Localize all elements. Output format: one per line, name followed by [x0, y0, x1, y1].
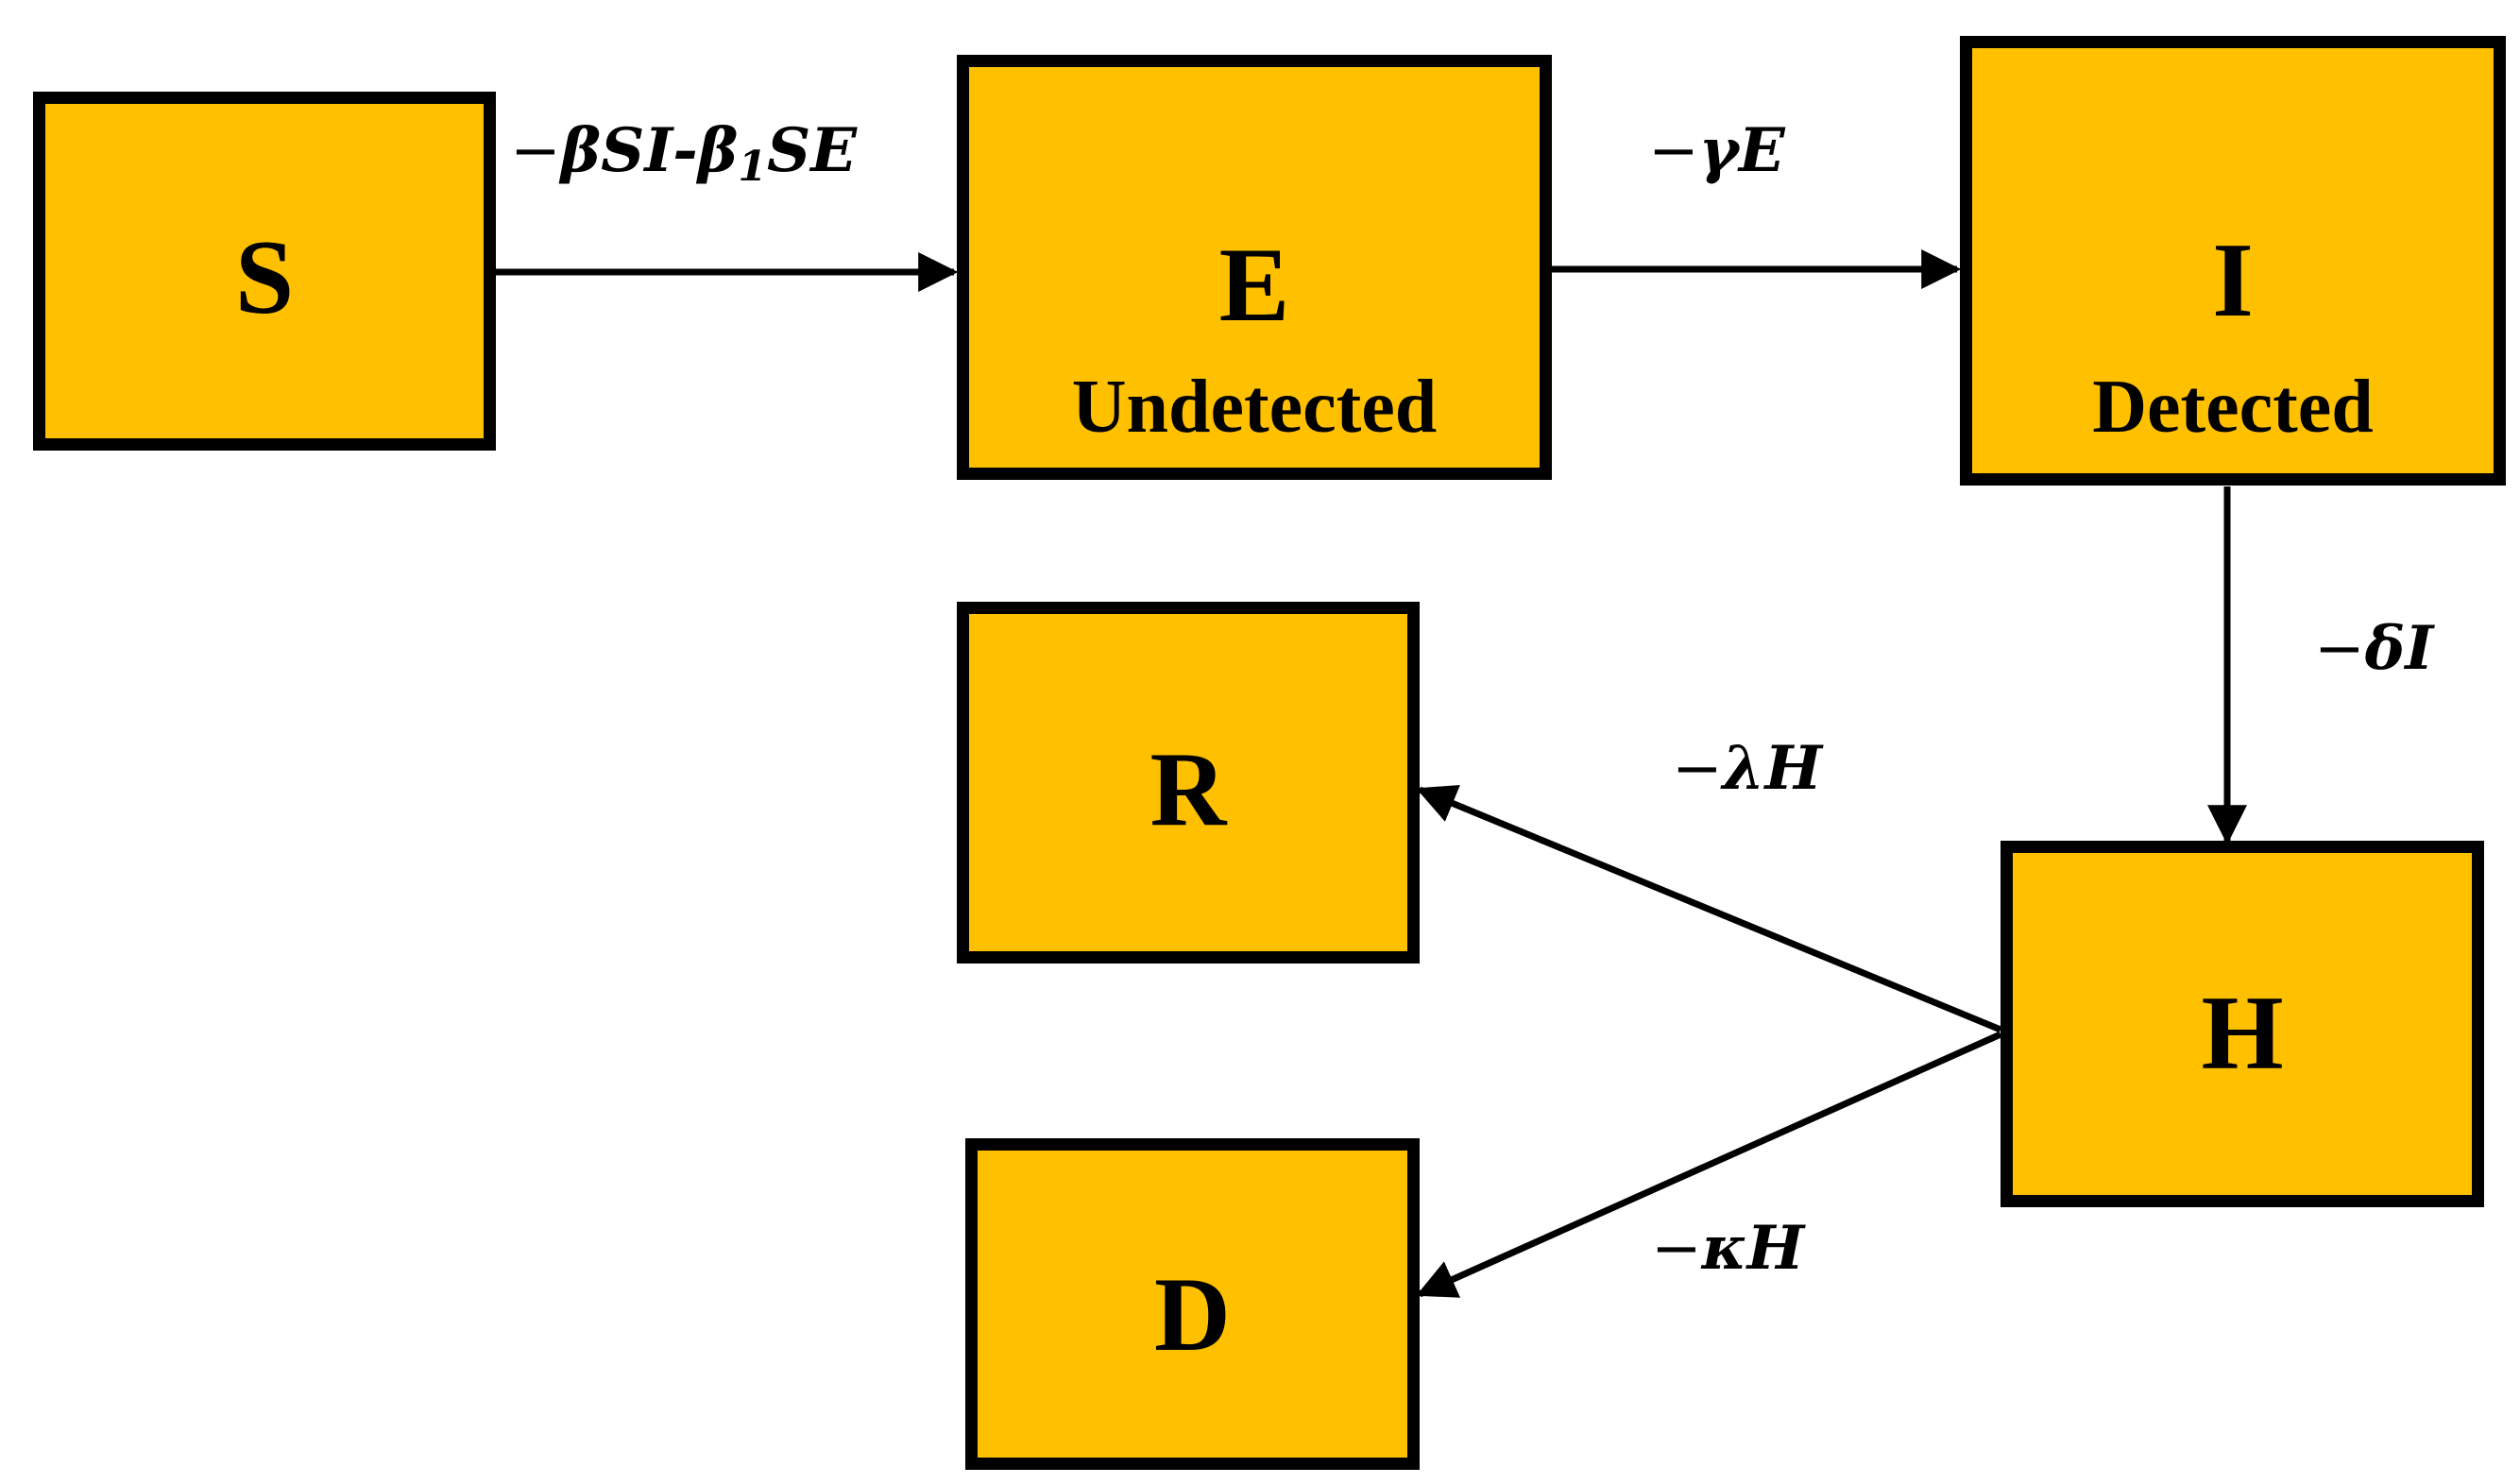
box-h-letter: H: [2201, 975, 2284, 1092]
box-s: S: [33, 92, 496, 451]
rate-e-to-i-minus: −: [1648, 116, 1699, 186]
box-d-letter: D: [1154, 1256, 1231, 1373]
rate-s-to-e-minus: −: [510, 116, 561, 186]
rate-i-to-h-text: δI: [2364, 613, 2434, 684]
box-s-letter: S: [234, 219, 295, 336]
rate-s-to-e: −βSI-β1SE: [510, 121, 857, 188]
box-h: H: [2001, 841, 2484, 1207]
rate-h-to-r-minus: −: [1672, 734, 1723, 804]
box-i: I Detected: [1960, 36, 2506, 486]
rate-h-to-r-text: λH: [1722, 733, 1822, 804]
rate-s-to-e-part2: SE: [766, 115, 857, 186]
rate-s-to-e-part1: βSI-β: [560, 115, 739, 186]
rate-h-to-d: −κH: [1651, 1219, 1804, 1280]
box-e-letter: E: [1218, 227, 1290, 344]
box-r-letter: R: [1149, 731, 1227, 848]
rate-e-to-i-text: γE: [1698, 115, 1785, 186]
box-i-letter: I: [2212, 222, 2254, 339]
rate-s-to-e-sub: 1: [738, 143, 767, 191]
box-e-label: Undetected: [1071, 366, 1438, 449]
rate-i-to-h: −δI: [2314, 619, 2433, 680]
box-d: D: [965, 1138, 1420, 1470]
arrow-h-to-d: [1416, 1031, 2002, 1298]
box-i-label: Detected: [2092, 366, 2374, 449]
rate-h-to-d-minus: −: [1651, 1214, 1702, 1284]
box-e: E Undetected: [957, 55, 1552, 480]
rate-h-to-r: −λH: [1672, 739, 1822, 800]
rate-h-to-d-text: κH: [1701, 1213, 1805, 1284]
rate-i-to-h-minus: −: [2314, 614, 2365, 684]
arrow-h-to-r: [1416, 785, 2002, 1033]
rate-e-to-i: −γE: [1648, 121, 1785, 182]
box-r: R: [957, 602, 1420, 964]
